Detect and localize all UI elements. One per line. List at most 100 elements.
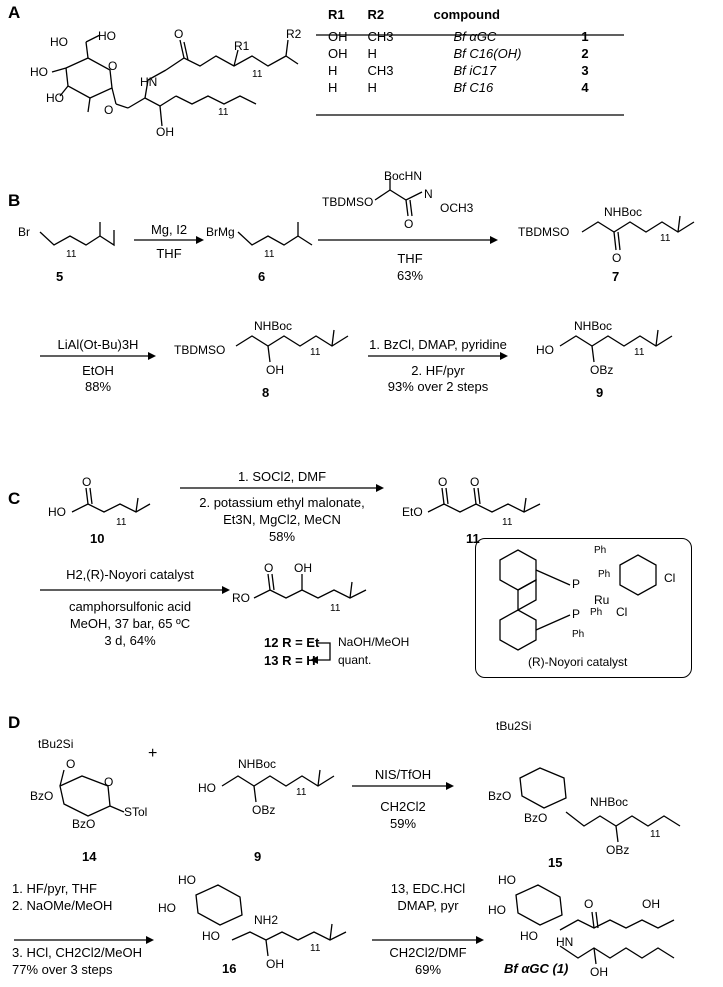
a-oh: OH bbox=[156, 125, 174, 139]
a-glyco-o: O bbox=[104, 103, 114, 117]
b-brmg: BrMg bbox=[206, 225, 235, 239]
d-o-14a: O bbox=[66, 757, 76, 771]
cell-name: Bf αGC bbox=[453, 29, 497, 44]
cat-ph-3: Ph bbox=[590, 607, 603, 618]
structure-6-bonds bbox=[237, 222, 313, 246]
compound-number-7: 7 bbox=[612, 269, 620, 284]
b-n11-5: 11 bbox=[66, 249, 77, 260]
structure-9d-bonds bbox=[221, 769, 335, 803]
cat-p-1: P bbox=[572, 577, 581, 591]
b-o-7: O bbox=[612, 251, 622, 265]
b-nhboc-9: NHBoc bbox=[574, 319, 613, 333]
d-ho-16a: HO bbox=[178, 873, 196, 887]
header-r2: R2 bbox=[367, 7, 385, 22]
table-row: OH CH3 Bf αGC 1 bbox=[318, 28, 599, 45]
structure-16-bonds bbox=[195, 884, 347, 957]
compound-number-14: 14 bbox=[82, 849, 97, 864]
d-plus: + bbox=[148, 745, 158, 762]
b-reagent-n: N bbox=[424, 187, 433, 201]
b-tbdmso-8: TBDMSO bbox=[174, 343, 226, 357]
d-ho-1a: HO bbox=[498, 873, 516, 887]
structure-12-bonds bbox=[253, 573, 367, 599]
arrow-head-c3 bbox=[310, 656, 318, 664]
c-ho-10: HO bbox=[48, 505, 66, 519]
d-si-15: tBu2Si bbox=[496, 719, 532, 733]
compound-number-8: 8 bbox=[262, 385, 270, 400]
d-n11-16: 11 bbox=[310, 943, 321, 954]
c-cond-12b: camphorsulfonic acid bbox=[68, 599, 192, 614]
d-oh-1b: OH bbox=[590, 965, 608, 979]
noyori-catalyst-box bbox=[475, 538, 692, 678]
catalyst-bonds bbox=[499, 549, 657, 651]
table-header-row: R1 R2 compound bbox=[318, 5, 599, 28]
d-cond-16c: 3. HCl, CH2Cl2/MeOH bbox=[12, 945, 143, 960]
b-cond-mg: Mg, I2 bbox=[150, 222, 188, 237]
compound-table: R1 R2 compound OH CH3 Bf αGC 1 OH H Bf C… bbox=[318, 5, 599, 96]
b-cond-8c: 88% bbox=[84, 379, 112, 394]
d-ho-9: HO bbox=[198, 781, 216, 795]
c-o-11a: O bbox=[438, 475, 448, 489]
structure-7-bonds bbox=[581, 215, 695, 251]
c-o-10: O bbox=[82, 475, 92, 489]
b-cond-thf: THF bbox=[156, 246, 182, 261]
arrow-c3 bbox=[318, 642, 331, 661]
compound-number-12: 12 R = Et bbox=[264, 635, 320, 650]
cat-cl-counterion: Cl bbox=[664, 571, 676, 585]
section-label-d: D bbox=[8, 713, 21, 732]
c-cond-13a: NaOH/MeOH bbox=[338, 635, 410, 649]
b-cond-7b: 63% bbox=[396, 268, 424, 283]
cell-r2: H bbox=[367, 46, 377, 61]
c-n11-11: 11 bbox=[502, 517, 513, 528]
b-br: Br bbox=[18, 225, 30, 239]
b-cond-8a: LiAl(Ot-Bu)3H bbox=[57, 337, 139, 352]
d-si-14: tBu2Si bbox=[38, 737, 74, 751]
d-oh-1a: OH bbox=[642, 897, 660, 911]
d-bzo-15b: BzO bbox=[524, 811, 548, 825]
table-row: H CH3 Bf iC17 3 bbox=[318, 62, 599, 79]
cat-ph-1: Ph bbox=[594, 545, 607, 556]
structure-11-bonds bbox=[427, 487, 541, 513]
structure-1-bonds bbox=[515, 884, 675, 965]
structure-a-bonds bbox=[51, 34, 299, 127]
b-oh-8: OH bbox=[266, 363, 284, 377]
compound-number-1: Bf αGC (1) bbox=[504, 961, 569, 976]
d-cond-16a: 1. HF/pyr, THF bbox=[12, 881, 97, 896]
b-reagent-tbdmso: TBDMSO bbox=[322, 195, 374, 209]
d-cond-16b: 2. NaOMe/MeOH bbox=[12, 898, 113, 913]
d-stol: STol bbox=[124, 805, 148, 819]
c-n11-12: 11 bbox=[330, 603, 341, 614]
cell-num: 3 bbox=[581, 63, 589, 78]
arrow-head-b1 bbox=[196, 236, 204, 244]
a-ho-4: HO bbox=[46, 91, 64, 105]
a-r2: R2 bbox=[286, 27, 302, 41]
c-n11-10: 11 bbox=[116, 517, 127, 528]
cat-ph-4: Ph bbox=[572, 629, 585, 640]
b-n11-8: 11 bbox=[310, 347, 321, 358]
cell-name: Bf C16 bbox=[453, 80, 494, 95]
b-obz-9: OBz bbox=[590, 363, 614, 377]
d-ho-1b: HO bbox=[488, 903, 506, 917]
cell-name: Bf iC17 bbox=[453, 63, 497, 78]
b-reagent-o: O bbox=[404, 217, 414, 231]
cat-p-2: P bbox=[572, 607, 581, 621]
header-compound: compound bbox=[433, 7, 500, 22]
a-ring-o: O bbox=[108, 59, 118, 73]
structure-14-bonds bbox=[59, 769, 125, 817]
d-nhboc-15: NHBoc bbox=[590, 795, 629, 809]
d-bzo-14: BzO bbox=[30, 789, 54, 803]
d-cond-1c: CH2Cl2/DMF bbox=[389, 945, 467, 960]
arrow-head-b3 bbox=[148, 352, 156, 360]
table-row: OH H Bf C16(OH) 2 bbox=[318, 45, 599, 62]
structure-8-bonds bbox=[235, 329, 349, 363]
cell-num: 4 bbox=[581, 80, 589, 95]
section-label-c: C bbox=[8, 489, 21, 508]
compound-number-9: 9 bbox=[596, 385, 604, 400]
cat-cl: Cl bbox=[616, 605, 628, 619]
compound-number-13: 13 R = H bbox=[264, 653, 316, 668]
cell-r1: OH bbox=[328, 46, 348, 61]
d-obz-9: OBz bbox=[252, 803, 276, 817]
cell-r2: H bbox=[367, 80, 377, 95]
d-cond-1b: DMAP, pyr bbox=[397, 898, 459, 913]
b-nhboc-7: NHBoc bbox=[604, 205, 643, 219]
